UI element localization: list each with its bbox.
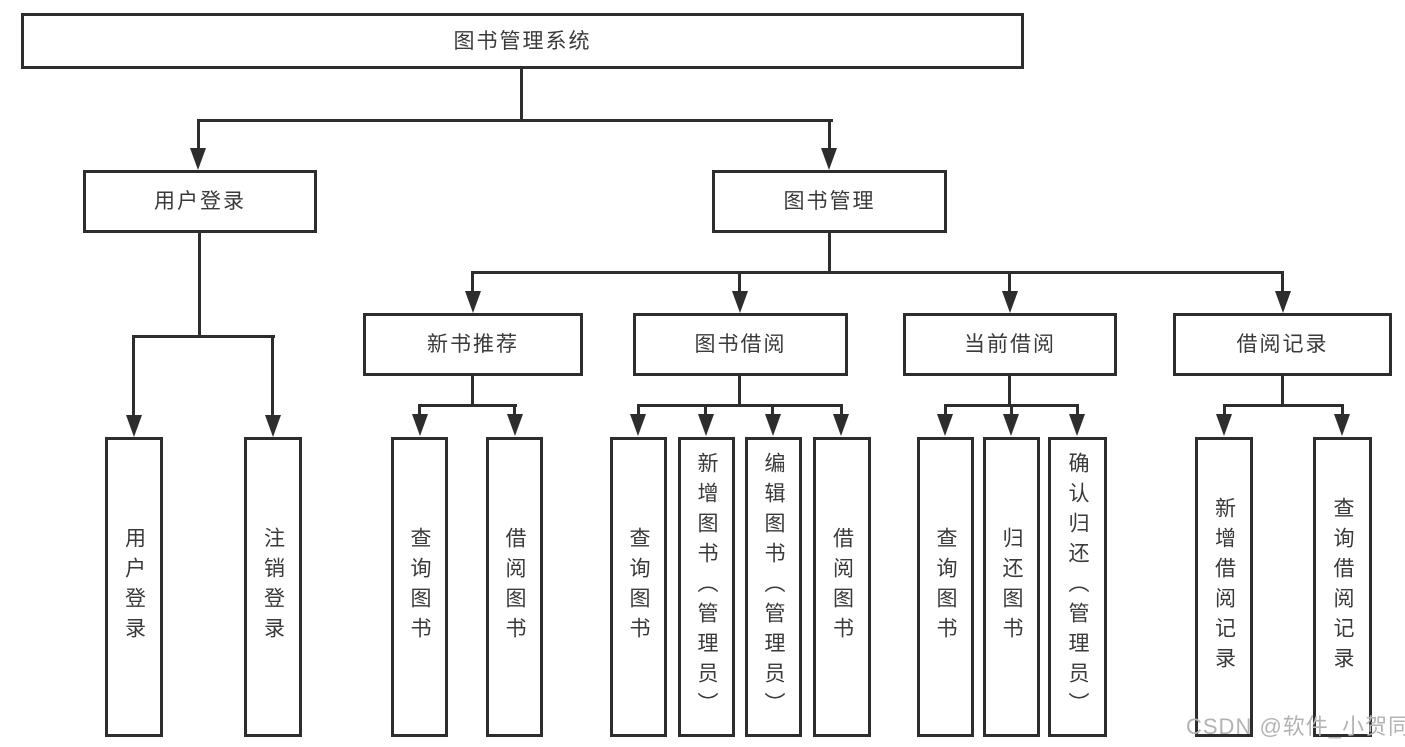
connector-line xyxy=(197,119,200,150)
node-leaf-add-book-admin: 新增图书（管理员） xyxy=(678,437,735,737)
connector-line xyxy=(513,404,516,417)
connector-line xyxy=(418,404,421,417)
connector-line xyxy=(132,335,135,417)
node-leaf-borrow-books-recommend: 借阅图书 xyxy=(486,437,543,737)
connector-line xyxy=(1076,404,1079,417)
arrow-down-icon xyxy=(732,291,748,313)
connector-line xyxy=(637,404,640,417)
arrow-down-icon xyxy=(1003,414,1019,436)
node-leaf-add-borrow-record: 新增借阅记录 xyxy=(1195,437,1253,737)
arrow-down-icon xyxy=(265,415,281,437)
connector-line xyxy=(828,119,831,150)
connector-line xyxy=(840,404,843,417)
connector-line xyxy=(944,404,947,417)
arrow-down-icon xyxy=(630,414,646,436)
node-leaf-confirm-return-admin: 确认归还（管理员） xyxy=(1048,437,1107,737)
connector-line xyxy=(271,335,274,417)
node-leaf-query-borrow-record: 查询借阅记录 xyxy=(1313,437,1372,737)
connector-line xyxy=(471,271,1284,274)
node-root: 图书管理系统 xyxy=(21,13,1024,69)
arrow-down-icon xyxy=(1216,414,1232,436)
arrow-down-icon xyxy=(1002,291,1018,313)
connector-line xyxy=(198,233,201,336)
arrow-down-icon xyxy=(1334,414,1350,436)
connector-line xyxy=(197,119,833,122)
node-leaf-edit-book-admin: 编辑图书（管理员） xyxy=(745,437,802,737)
connector-line xyxy=(418,404,517,407)
node-leaf-query-books-recommend: 查询图书 xyxy=(391,437,448,737)
connector-line xyxy=(471,376,474,406)
arrow-down-icon xyxy=(465,291,481,313)
node-book-management: 图书管理 xyxy=(712,170,947,233)
arrow-down-icon xyxy=(507,414,523,436)
connector-line xyxy=(1010,404,1013,417)
arrow-down-icon xyxy=(698,414,714,436)
node-leaf-borrow-books: 借阅图书 xyxy=(813,437,871,737)
connector-line xyxy=(1281,271,1284,291)
connector-line xyxy=(1341,404,1344,417)
arrow-down-icon xyxy=(412,414,428,436)
node-borrowing-records: 借阅记录 xyxy=(1173,313,1392,376)
connector-line xyxy=(1008,271,1011,291)
arrow-down-icon xyxy=(765,414,781,436)
arrow-down-icon xyxy=(1275,291,1291,313)
node-user-login: 用户登录 xyxy=(83,170,317,233)
arrow-down-icon xyxy=(937,414,953,436)
connector-line xyxy=(828,233,831,273)
node-current-borrowing: 当前借阅 xyxy=(903,313,1117,376)
node-leaf-query-books-current: 查询图书 xyxy=(917,437,974,737)
connector-line xyxy=(771,404,774,417)
connector-line xyxy=(738,376,741,406)
connector-line xyxy=(637,404,843,407)
connector-line xyxy=(1008,376,1011,406)
csdn-watermark: CSDN @软件_小贺同学 xyxy=(1186,714,1405,739)
arrow-down-icon xyxy=(833,414,849,436)
arrow-down-icon xyxy=(1069,414,1085,436)
connector-line xyxy=(1281,376,1284,406)
node-leaf-return-book: 归还图书 xyxy=(983,437,1040,737)
node-new-book-recommend: 新书推荐 xyxy=(363,313,583,376)
node-leaf-query-books-borrowing: 查询图书 xyxy=(610,437,667,737)
connector-line xyxy=(1223,404,1226,417)
arrow-down-icon xyxy=(126,415,142,437)
connector-line xyxy=(133,335,275,338)
arrow-down-icon xyxy=(190,148,206,170)
connector-line xyxy=(520,68,523,120)
connector-line xyxy=(738,271,741,291)
connector-line xyxy=(1223,404,1344,407)
node-leaf-user-login: 用户登录 xyxy=(105,437,163,737)
connector-line xyxy=(704,404,707,417)
node-book-borrowing: 图书借阅 xyxy=(633,313,848,376)
connector-line xyxy=(471,271,474,291)
node-leaf-logout: 注销登录 xyxy=(244,437,302,737)
arrow-down-icon xyxy=(821,148,837,170)
